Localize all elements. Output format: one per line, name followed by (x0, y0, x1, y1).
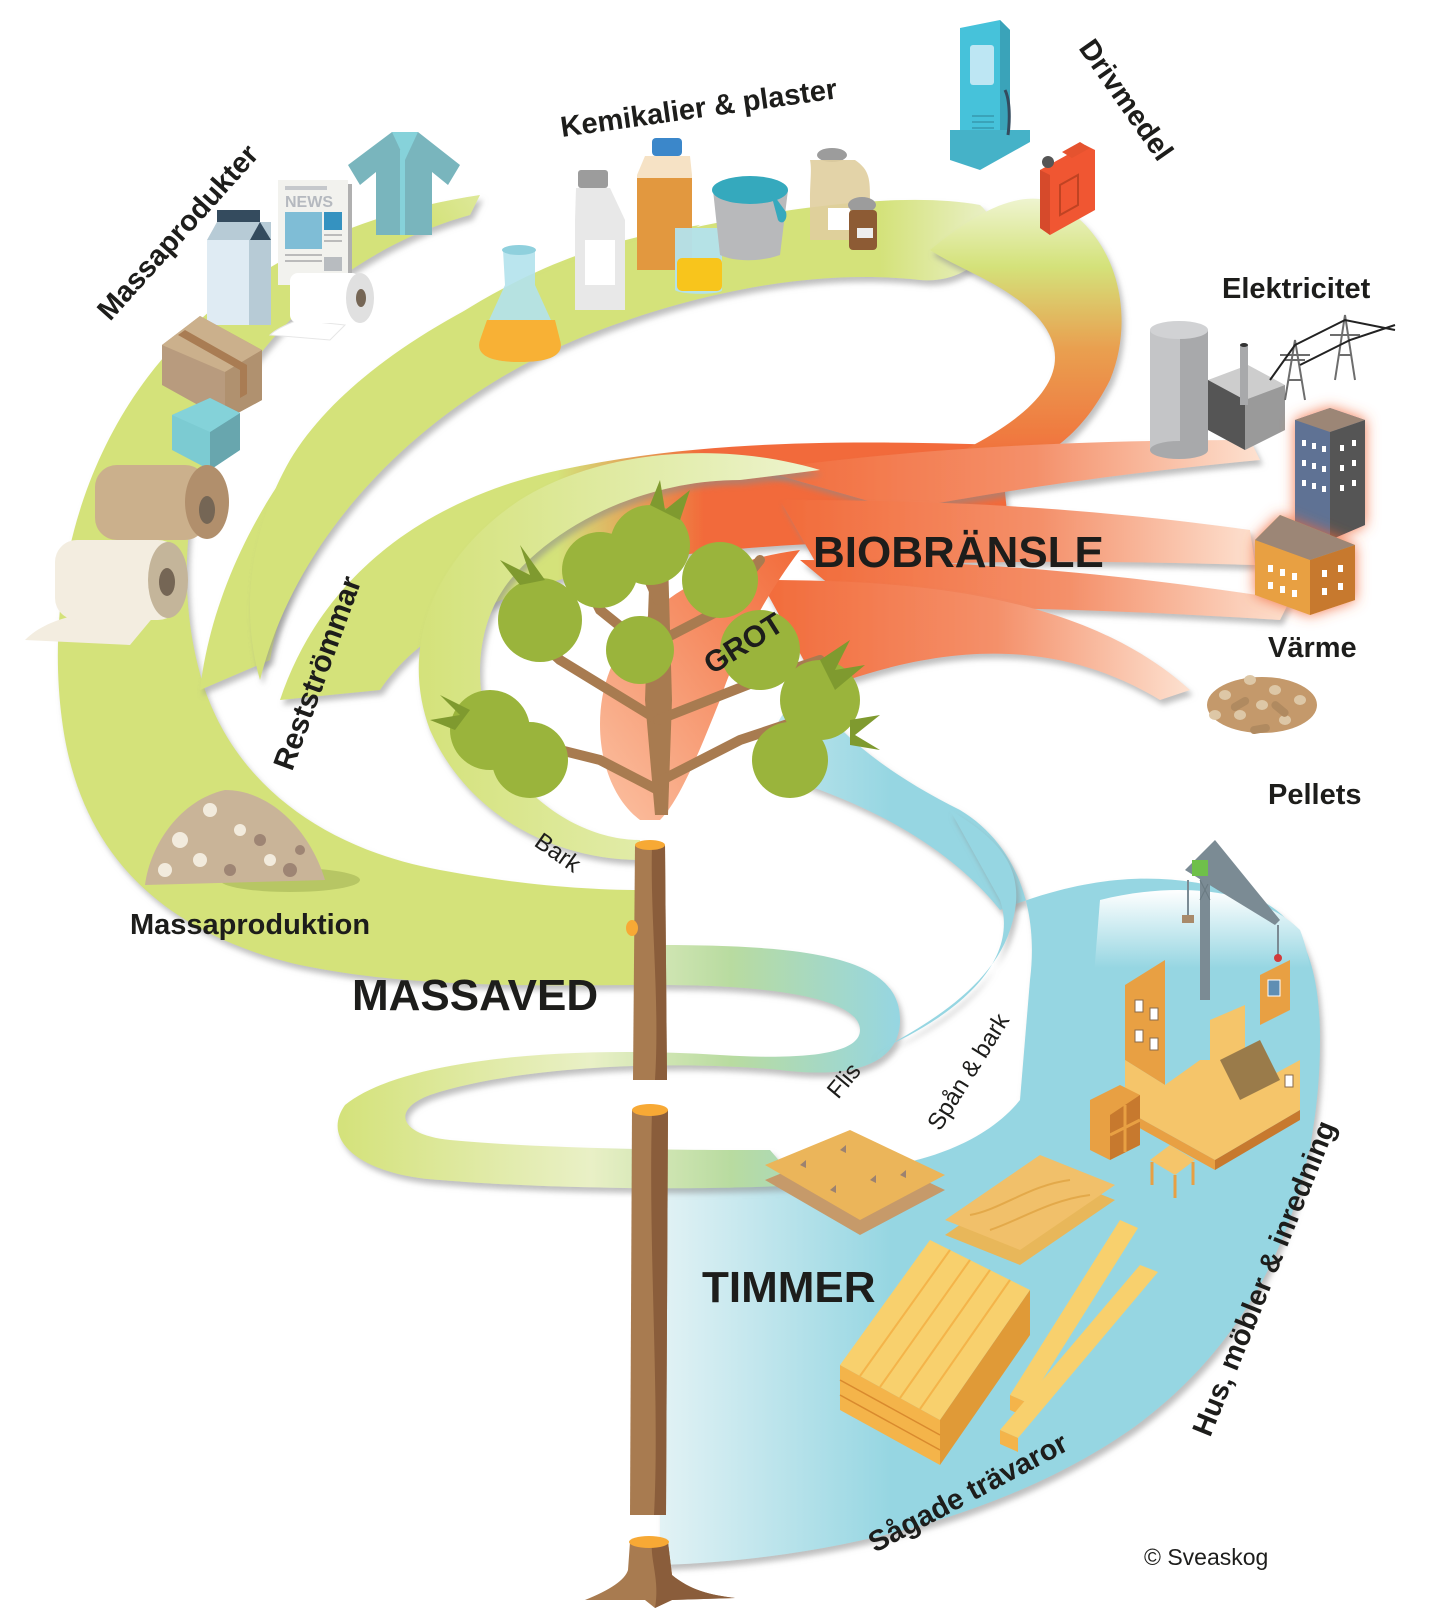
plywood-icon (945, 1155, 1115, 1265)
flis-loop-stream (337, 945, 901, 1189)
log-icon (626, 840, 667, 1080)
apartment-building-icon (1295, 408, 1365, 540)
cardboard-box-icon (162, 316, 262, 420)
flask-icon (479, 245, 561, 362)
beaker-icon (675, 228, 730, 294)
pellet-pile-icon (1207, 675, 1317, 735)
lumber-stack-icon (839, 1240, 1030, 1465)
needle-spikes (430, 480, 880, 750)
white-bottle-icon (575, 170, 625, 310)
varme-stream (780, 500, 1255, 570)
shirt-icon (348, 132, 460, 235)
varme-label: Värme (1268, 632, 1357, 664)
pine-tree-icon (430, 480, 880, 815)
kitchen-roll-icon (25, 540, 188, 645)
pellets-label: Pellets (1268, 779, 1362, 811)
house-icon (1255, 515, 1355, 615)
drivmedel-stream (920, 198, 1122, 470)
pulp-pile-icon (145, 790, 360, 892)
paper-roll-icon (95, 465, 229, 540)
massaproduktion-label: Massaproduktion (130, 909, 370, 941)
massaved-label: MASSAVED (352, 971, 598, 1020)
elektricitet-label: Elektricitet (1222, 273, 1371, 305)
power-plant-icon (1150, 321, 1285, 459)
crane-icon (1182, 840, 1290, 1025)
shelf-icon (1090, 1085, 1141, 1160)
newspaper-headline: NEWS (285, 194, 333, 211)
biobransle-label: BIOBRÄNSLE (813, 528, 1104, 577)
jerrycan-icon (1040, 142, 1095, 235)
plank-icon (1000, 1220, 1158, 1452)
blue-box-icon (172, 398, 240, 470)
span-bark-label: Spån & bark (922, 1008, 1015, 1135)
kemikalier-icons (479, 138, 877, 362)
sagade-icons (765, 1130, 1158, 1465)
copyright: © Sveaskog (1144, 1544, 1268, 1570)
newspaper-icon: NEWS (278, 180, 352, 285)
drivmedel-icons (950, 20, 1095, 235)
stump-icon (585, 1536, 735, 1608)
kemikalier-label: Kemikalier & plaster (559, 73, 840, 143)
hus-icons (1090, 840, 1300, 1198)
pellets-stream (760, 580, 1190, 700)
bark-stream (418, 453, 820, 860)
timber-log-icon (630, 1104, 668, 1515)
elektricitet-stream (760, 440, 1260, 510)
pylon-icon (1269, 314, 1396, 401)
massaprodukter-icons: NEWS (25, 132, 460, 645)
milk-carton-icon (207, 210, 271, 325)
pill-jar-icon (848, 197, 877, 250)
chipboard-icon (765, 1130, 945, 1235)
fuel-pump-icon (950, 20, 1030, 170)
toilet-paper-icon (268, 273, 374, 341)
wooden-house-icon (1125, 960, 1300, 1170)
timmer-label: TIMMER (702, 1263, 876, 1312)
table-icon (1150, 1145, 1195, 1198)
paint-bucket-icon (712, 176, 788, 261)
